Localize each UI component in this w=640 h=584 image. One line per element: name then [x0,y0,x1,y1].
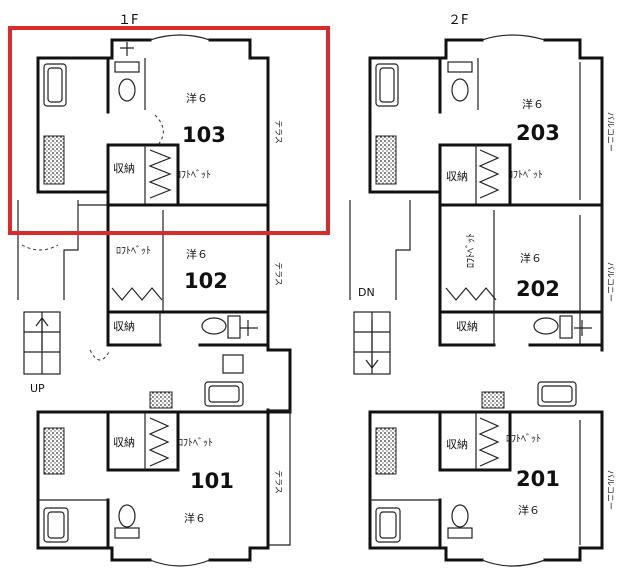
room-101-storage-label: 収納 [113,436,135,449]
room-102-western-label: 洋６ [186,247,208,261]
room-203-balcony-label: バルコニー [606,112,615,152]
room-101-number: 101 [190,469,234,493]
floor-label-1f: １F [118,13,138,28]
floor-label-2f: ２F [448,13,468,28]
room-203-number: 203 [516,121,560,145]
first-floor-plan [17,34,292,567]
room-102-loft-bed-label: ﾛﾌﾄﾍﾞｯﾄ [116,245,151,257]
room-202-western-label: 洋６ [520,251,542,265]
room-202-storage-label: 収納 [456,320,478,333]
room-102-number: 102 [184,269,228,293]
room-202-number: 202 [516,277,560,301]
room-201-balcony-label: バルコニー [606,470,615,510]
room-201-storage-label: 収納 [446,438,468,451]
room-201-number: 201 [516,467,560,491]
room-101-western-label: 洋６ [184,511,206,525]
room-201-loft-bed-label: ﾛﾌﾄﾍﾞｯﾄ [506,433,541,445]
room-103-terrace-label: テラス [274,120,283,144]
stairs-down-label: DN [358,286,375,299]
room-203-loft-bed-label: ﾛﾌﾄﾍﾞｯﾄ [508,169,543,181]
room-102-storage-label: 収納 [113,320,135,333]
room-202-balcony-label: バルコニー [606,262,615,302]
stairs-up-label: UP [30,382,45,395]
room-101-loft-bed-label: ﾛﾌﾄﾍﾞｯﾄ [178,437,213,449]
room-201-western-label: 洋６ [518,503,540,517]
highlight-box-103 [8,26,330,235]
room-103-storage-label: 収納 [113,162,135,175]
room-102-terrace-label: テラス [274,262,283,286]
room-203-western-label: 洋６ [522,97,544,111]
second-floor-plan [349,34,604,567]
room-103-loft-bed-label: ﾛﾌﾄﾍﾞｯﾄ [176,169,211,181]
room-103-western-label: 洋６ [186,91,208,105]
room-103-number: 103 [182,123,226,147]
room-101-terrace-label: テラス [274,470,283,494]
room-203-storage-label: 収納 [446,170,468,183]
room-202-loft-bed-label: ﾛﾌﾄﾍﾞｯﾄ [465,233,477,268]
